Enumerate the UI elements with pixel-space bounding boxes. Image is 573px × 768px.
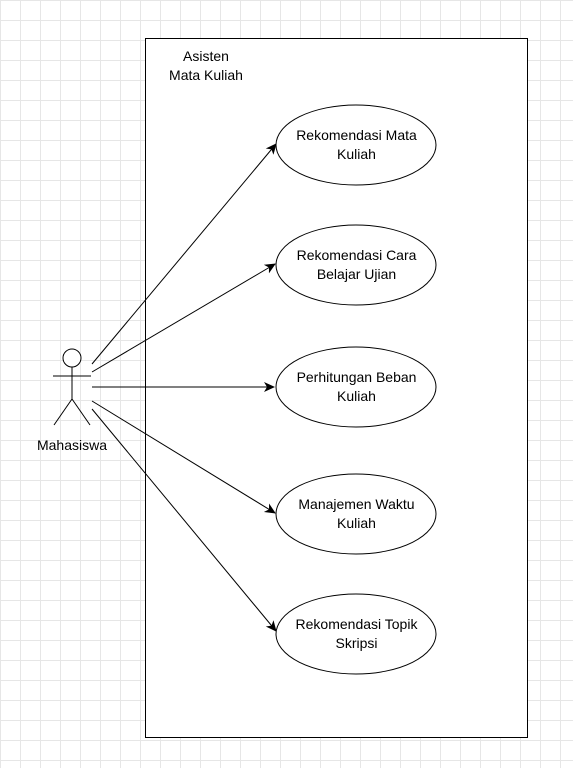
actor-label: Mahasiswa bbox=[36, 437, 108, 453]
use-case-ellipse-2[interactable] bbox=[275, 224, 437, 306]
system-title: Asisten Mata Kuliah bbox=[169, 48, 243, 83]
use-case-ellipse-5[interactable] bbox=[275, 593, 437, 675]
actor-left-leg bbox=[53, 398, 73, 426]
actor-right-leg bbox=[71, 398, 91, 426]
use-case-ellipse-4[interactable] bbox=[275, 473, 437, 555]
use-case-ellipse-1[interactable] bbox=[275, 104, 437, 186]
association-arrow-2 bbox=[91, 263, 276, 373]
actor-head bbox=[62, 348, 82, 368]
use-case-label-4: Manajemen Waktu Kuliah bbox=[298, 496, 415, 531]
use-case-ellipse-3[interactable] bbox=[275, 346, 437, 428]
association-arrow-4 bbox=[91, 400, 276, 514]
use-case-label-1: Rekomendasi Mata Kuliah bbox=[296, 127, 417, 162]
use-case-label-2: Rekomendasi Cara Belajar Ujian bbox=[296, 247, 417, 282]
use-case-label-5: Rekomendasi Topik Skripsi bbox=[295, 616, 418, 651]
association-arrow-1 bbox=[91, 143, 277, 365]
association-arrow-5 bbox=[91, 408, 277, 632]
use-case-label-3: Perhitungan Beban Kuliah bbox=[296, 369, 417, 404]
actor-figure[interactable] bbox=[53, 348, 91, 426]
